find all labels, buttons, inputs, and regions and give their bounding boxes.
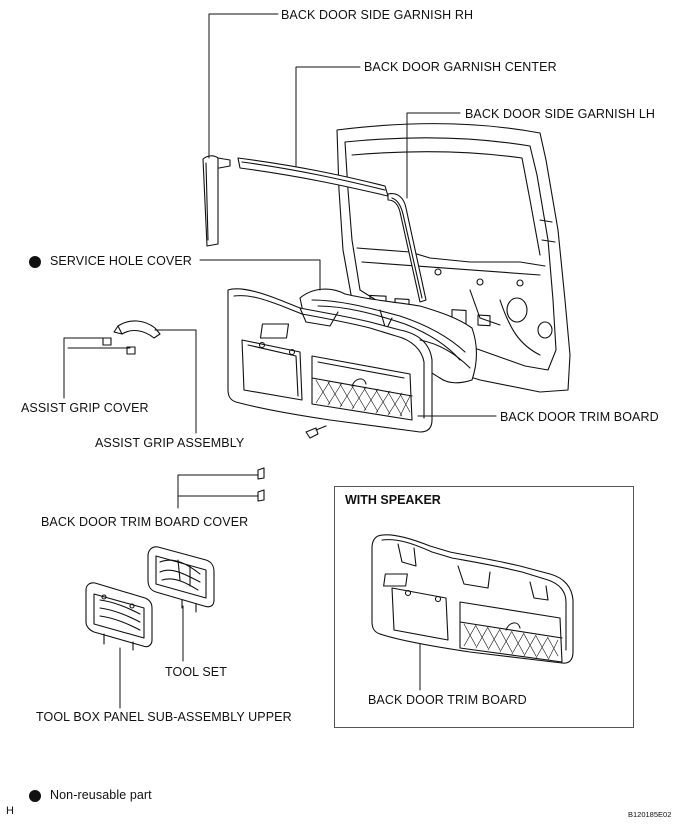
non-reusable-marker (29, 256, 41, 268)
label-assist-grip-cover: ASSIST GRIP COVER (21, 401, 149, 415)
corner-letter: H (6, 805, 15, 817)
label-service-hole-cover: SERVICE HOLE COVER (50, 254, 192, 268)
label-side-garnish-lh: BACK DOOR SIDE GARNISH LH (465, 107, 656, 121)
label-trim-board-cover: BACK DOOR TRIM BOARD COVER (41, 515, 249, 529)
label-tool-box-panel: TOOL BOX PANEL SUB-ASSEMBLY UPPER (36, 710, 292, 724)
label-garnish-center: BACK DOOR GARNISH CENTER (364, 60, 557, 74)
label-side-garnish-rh: BACK DOOR SIDE GARNISH RH (281, 8, 474, 22)
label-assist-grip-assembly: ASSIST GRIP ASSEMBLY (95, 436, 245, 450)
trim-clip (305, 425, 327, 439)
trim-board-part (227, 288, 471, 433)
figure-id: B120185E02 (628, 810, 672, 819)
leader-lines (63, 13, 497, 709)
with-speaker-inset (334, 486, 634, 728)
tool-box-panel-part (85, 582, 153, 651)
legend-non-reusable-text: Non-reusable part (50, 788, 152, 802)
label-tool-set: TOOL SET (165, 665, 227, 679)
assist-grip-part (102, 320, 161, 355)
side-garnish-rh (202, 155, 231, 247)
legend-non-reusable-marker (29, 790, 41, 802)
inset-title: WITH SPEAKER (345, 493, 441, 507)
label-inset-trim-board: BACK DOOR TRIM BOARD (368, 693, 527, 707)
side-garnish-lh (387, 193, 427, 303)
trim-board-cover-clips (257, 467, 265, 502)
tool-set-part (147, 546, 215, 613)
inset-trim-board-part (371, 534, 574, 664)
label-trim-board: BACK DOOR TRIM BOARD (500, 410, 659, 424)
